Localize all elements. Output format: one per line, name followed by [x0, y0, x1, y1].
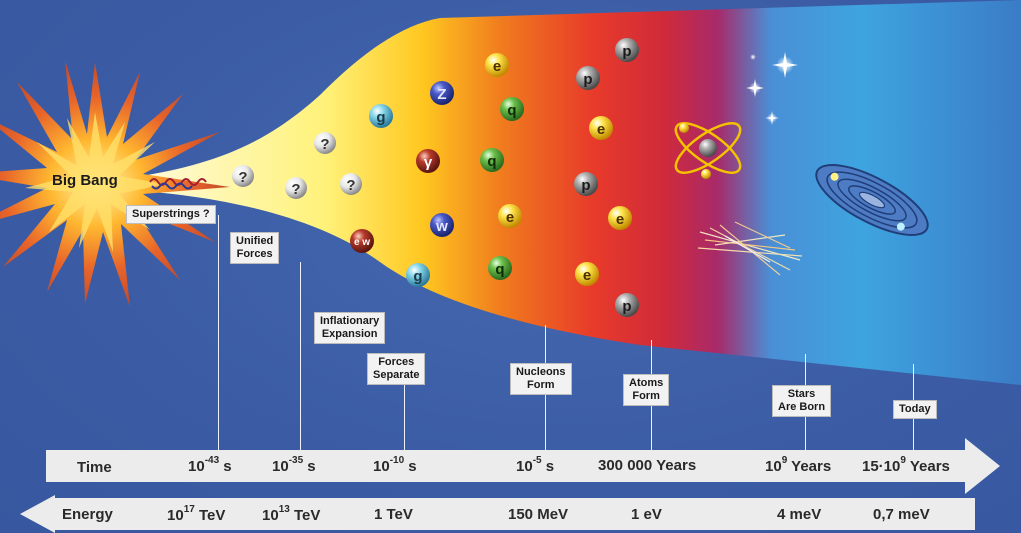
tick-base: 10	[167, 507, 184, 524]
tick-base: 10	[272, 458, 289, 475]
svg-text:γ: γ	[424, 154, 433, 171]
time-axis-tick: 10-5 s	[516, 455, 555, 475]
quark-particles: q q q	[480, 97, 524, 280]
time-axis-label: Time	[77, 459, 112, 476]
tick-base: 1 TeV	[374, 506, 413, 523]
time-axis-tick: 10-43 s	[188, 455, 232, 475]
boson-particles: g Z γ w e w g	[350, 81, 454, 287]
svg-text:e: e	[583, 267, 591, 284]
tick-exponent: 17	[183, 504, 195, 515]
svg-text:e: e	[506, 209, 514, 226]
tick-exponent: 13	[278, 504, 290, 515]
time-axis-tick: 10-35 s	[272, 455, 316, 475]
tick-exponent: -43	[204, 455, 220, 466]
svg-text:e: e	[493, 58, 501, 75]
tick-base: 0,7 meV	[873, 506, 930, 523]
proton-particles: p p p p	[574, 38, 639, 317]
superstrings-label: Superstrings ?	[126, 205, 216, 224]
svg-text:g: g	[376, 109, 385, 126]
tick-unit: s	[219, 458, 232, 475]
svg-text:?: ?	[291, 181, 300, 198]
time-axis-tick: 15·109 Years	[862, 455, 950, 475]
svg-text:?: ?	[320, 136, 329, 153]
tick-unit: TeV	[289, 507, 321, 524]
svg-text:p: p	[622, 298, 631, 315]
energy-axis-tick: 1 TeV	[374, 506, 413, 523]
tick-exponent: 9	[781, 455, 788, 466]
svg-text:e: e	[597, 121, 605, 138]
svg-text:p: p	[622, 43, 631, 60]
tick-unit: Years	[905, 458, 950, 475]
tick-unit: Years	[787, 458, 832, 475]
tick-unit: s	[541, 458, 555, 475]
svg-text:q: q	[487, 153, 496, 170]
energy-axis-tick: 1 eV	[631, 506, 662, 523]
connector-superstrings	[218, 215, 219, 450]
svg-text:p: p	[583, 71, 592, 88]
big-bang-label: Big Bang	[52, 172, 118, 189]
energy-axis-tick: 1013 TeV	[262, 504, 321, 524]
energy-axis-tick: 0,7 meV	[873, 506, 930, 523]
connector-forces-separate	[404, 384, 405, 450]
svg-text:Z: Z	[437, 86, 446, 103]
atom-icon	[674, 122, 742, 179]
tick-unit: s	[303, 458, 316, 475]
energy-arrow	[20, 495, 975, 533]
tick-base: 10	[516, 458, 533, 475]
energy-axis-tick: 4 meV	[777, 506, 821, 523]
tick-unit: TeV	[194, 507, 226, 524]
tick-exponent: 9	[900, 455, 906, 466]
today-label: Today	[893, 400, 937, 419]
unknown-particles: ? ? ? ?	[232, 132, 362, 199]
connector-unified-forces	[300, 262, 301, 450]
tick-base: 150 MeV	[508, 506, 569, 523]
svg-text:g: g	[413, 268, 422, 285]
time-arrow	[46, 438, 1000, 494]
svg-text:?: ?	[238, 169, 247, 186]
time-axis-tick: 109 Years	[765, 455, 832, 475]
energy-axis-label: Energy	[62, 506, 113, 523]
tick-base: 10	[262, 507, 279, 524]
svg-text:e: e	[616, 211, 624, 228]
tick-base: 15·10	[862, 458, 901, 475]
tick-unit: s	[404, 458, 417, 475]
tick-base: 4 meV	[777, 506, 822, 523]
svg-text:p: p	[581, 177, 590, 194]
svg-text:e w: e w	[354, 237, 370, 248]
tick-exponent: -5	[532, 455, 542, 466]
svg-text:w: w	[435, 218, 448, 235]
electron-particles: e e e e e	[485, 53, 632, 286]
star-cluster-icon	[697, 221, 803, 276]
tick-base: 300 000 Years	[598, 457, 697, 474]
universe-funnel	[128, 0, 1021, 385]
stars-icon	[746, 52, 798, 125]
tick-base: 10	[188, 458, 205, 475]
tick-base: 10	[765, 458, 782, 475]
big-bang-burst	[0, 60, 230, 307]
tick-base: 1 eV	[631, 506, 662, 523]
tick-base: 10	[373, 458, 390, 475]
energy-axis-tick: 1017 TeV	[167, 504, 226, 524]
svg-text:q: q	[507, 102, 516, 119]
tick-exponent: -35	[288, 455, 304, 466]
galaxy-icon	[815, 164, 929, 236]
svg-text:?: ?	[346, 177, 355, 194]
svg-text:q: q	[495, 261, 504, 278]
time-axis-tick: 300 000 Years	[598, 457, 696, 474]
time-axis-tick: 10-10 s	[373, 455, 417, 475]
energy-axis-tick: 150 MeV	[508, 506, 568, 523]
tick-exponent: -10	[389, 455, 405, 466]
